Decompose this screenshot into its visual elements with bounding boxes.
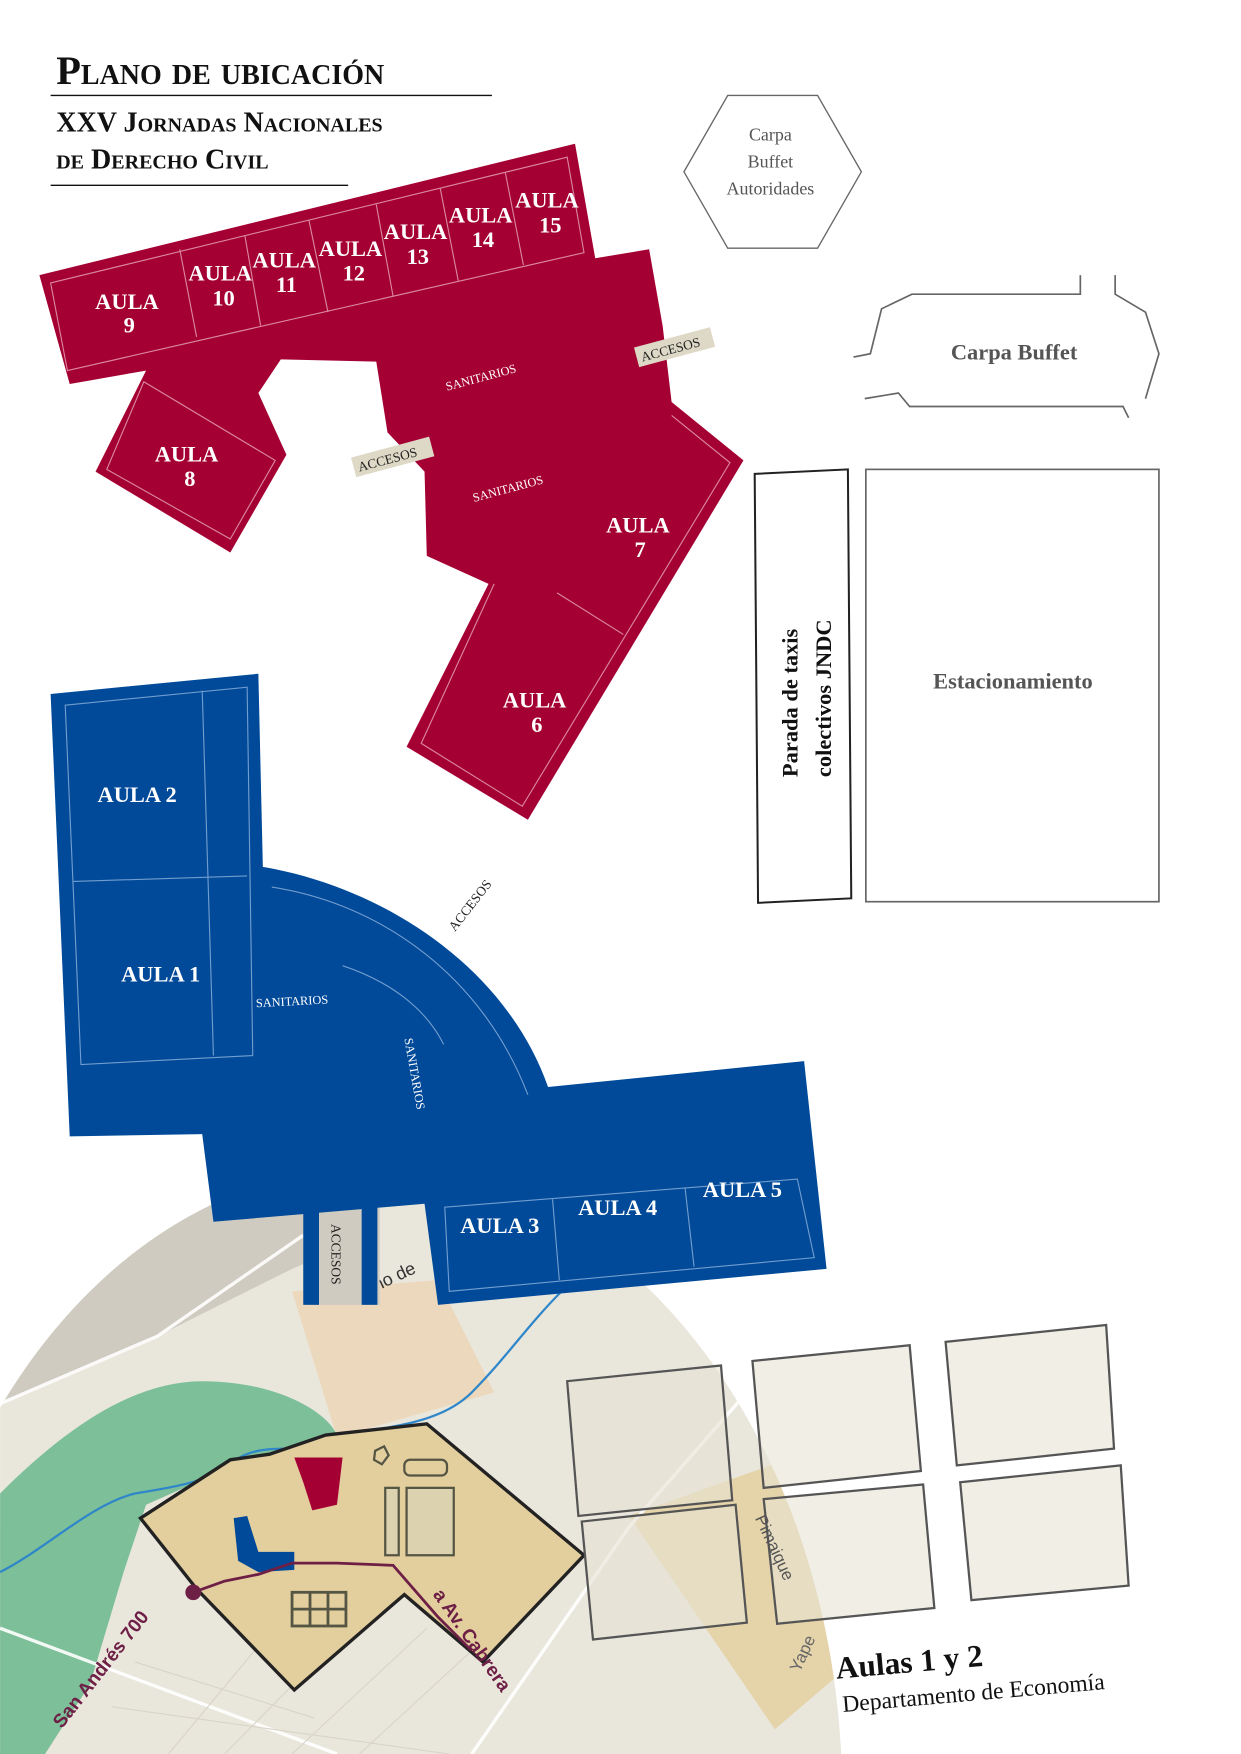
carpa-autoridades: Carpa Buffet Autoridades xyxy=(683,94,863,249)
aula-12-label: AULA xyxy=(319,236,383,261)
blue-accesos-northeast: ACCESOS xyxy=(445,877,494,934)
carpa-autoridades-line-3: Autoridades xyxy=(727,178,815,198)
carpa-buffet: Carpa Buffet xyxy=(853,275,1160,419)
aula-11-label: AULA xyxy=(252,247,316,272)
aula-15-label: AULA xyxy=(515,188,579,213)
aula-14-number: 14 xyxy=(472,227,494,252)
campus-parking xyxy=(405,1486,455,1557)
subtitle-line-1: XXV Jornadas Nacionales xyxy=(56,107,382,138)
page-title: Plano de ubicación xyxy=(56,48,384,93)
estacionamiento: Estacionamiento xyxy=(865,468,1160,903)
parada-taxis: Parada de taxis colectivos JNDC xyxy=(753,468,853,904)
aula-12-number: 12 xyxy=(343,261,365,286)
blue-building: AULA 2 AULA 1 AULA 3 AULA 4 AULA 5 SANIT… xyxy=(50,673,827,1305)
aula-13-number: 13 xyxy=(407,244,429,269)
aula-3-label: AULA 3 xyxy=(460,1213,539,1238)
entrance-marker xyxy=(185,1584,202,1601)
campus-tent-icon xyxy=(372,1444,390,1466)
aula-7-number: 7 xyxy=(635,537,646,562)
carpa-buffet-label: Carpa Buffet xyxy=(951,339,1078,364)
estacionamiento-label: Estacionamiento xyxy=(933,668,1093,693)
aula-1-label: AULA 1 xyxy=(121,961,200,986)
campus-blue-building xyxy=(233,1515,295,1573)
aula-10-label: AULA xyxy=(188,261,252,286)
aula-13-label: AULA xyxy=(384,219,448,244)
aula-11-number: 11 xyxy=(276,272,297,297)
red-building: AULA 9 AULA 10 AULA 11 AULA 12 AULA 13 A… xyxy=(39,143,744,820)
route-line xyxy=(192,1561,473,1652)
sand-area xyxy=(292,1280,495,1438)
campus-aulas-1-2-icon xyxy=(290,1590,348,1628)
aula-8-label: AULA xyxy=(155,442,219,467)
campus-taxi-stop xyxy=(384,1486,400,1557)
aula-2-label: AULA 2 xyxy=(97,782,176,807)
aula-8-number: 8 xyxy=(184,466,195,491)
red-accesos-west: ACCESOS xyxy=(351,436,435,478)
aula-5-label: AULA 5 xyxy=(703,1177,782,1202)
aulas-1-2-title: Aulas 1 y 2 xyxy=(834,1638,984,1686)
aula-10-number: 10 xyxy=(212,285,234,310)
aula-15-number: 15 xyxy=(539,212,561,237)
blue-sanitarios-1: SANITARIOS xyxy=(256,992,329,1010)
aula-6-label: AULA xyxy=(503,687,567,712)
campus-red-building xyxy=(294,1457,343,1511)
parada-taxis-line-1: Parada de taxis xyxy=(777,628,802,777)
parada-taxis-line-2: colectivos JNDC xyxy=(811,619,836,777)
aula-9-number: 9 xyxy=(124,312,135,337)
aula-14-label: AULA xyxy=(449,202,513,227)
aula-9-label: AULA xyxy=(95,289,159,314)
blue-accesos-south: ACCESOS xyxy=(328,1224,343,1285)
aula-6-number: 6 xyxy=(531,712,542,737)
carpa-autoridades-line-2: Buffet xyxy=(748,151,794,171)
aula-4-label: AULA 4 xyxy=(578,1195,657,1220)
aula-7-label: AULA xyxy=(606,512,670,537)
campus-buffet-icon xyxy=(403,1458,449,1477)
carpa-autoridades-line-1: Carpa xyxy=(749,124,792,144)
subtitle-line-2: de Derecho Civil xyxy=(56,144,268,175)
aulas-1-2-layout xyxy=(565,1323,1130,1641)
